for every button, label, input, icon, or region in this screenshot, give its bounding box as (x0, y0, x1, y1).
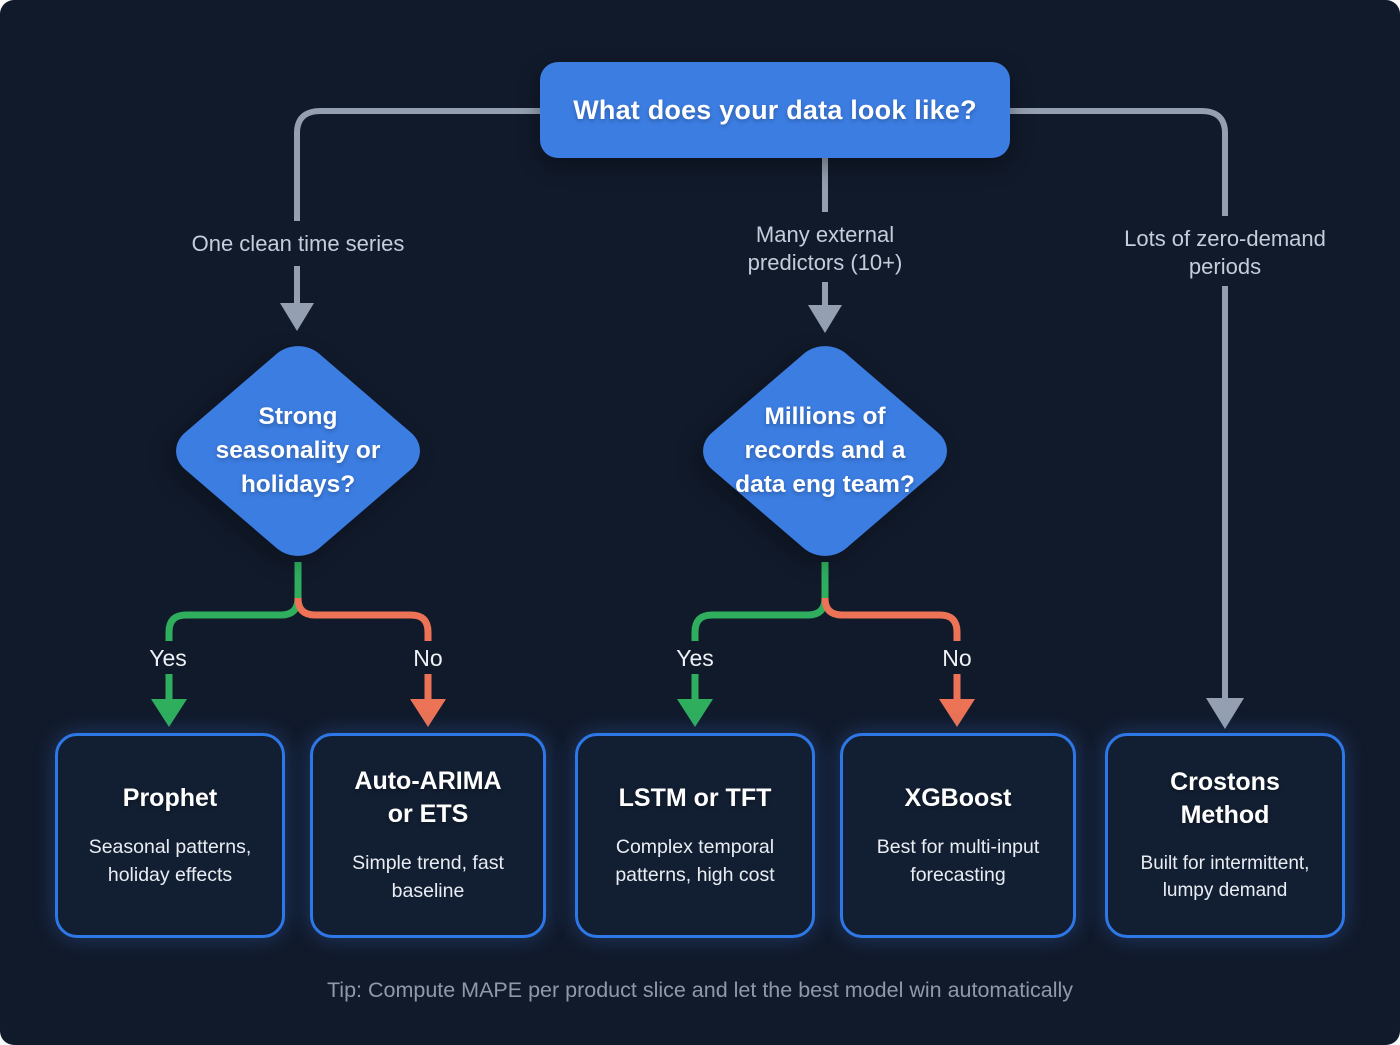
arrowhead-middle-yes (677, 699, 713, 727)
decision-seasonality-text: Strong seasonality or holidays? (215, 403, 381, 498)
connector-root-to-left (294, 108, 540, 221)
result-subtitle: Best for multi-input forecasting (876, 836, 1040, 886)
result-title: Prophet (122, 783, 218, 812)
result-title: Auto-ARIMA or ETS (354, 767, 502, 828)
arrowhead-right-gray (1206, 698, 1244, 729)
result-box-crostons: Crostons Method Built for intermittent, … (1105, 733, 1345, 938)
result-title: LSTM or TFT (618, 783, 772, 812)
branch-label-zero-demand: Lots of zero-demand periods (1124, 226, 1326, 279)
root-question-node: What does your data look like? (540, 62, 1010, 158)
result-box-auto-arima-ets: Auto-ARIMA or ETS Simple trend, fast bas… (310, 733, 546, 938)
connector-left-yes (165, 562, 302, 641)
connector-middle-no (821, 597, 961, 641)
left-no-label: No (413, 645, 443, 671)
middle-no-label: No (942, 645, 972, 671)
result-subtitle: Seasonal patterns, holiday effects (88, 836, 252, 886)
arrowhead-middle-gray (808, 305, 842, 333)
decision-records-team-text: Millions of records and a data eng team? (735, 403, 915, 498)
result-box-prophet: Prophet Seasonal patterns, holiday effec… (55, 733, 285, 938)
arrowhead-left-gray (280, 303, 314, 331)
result-box-lstm-tft: LSTM or TFT Complex temporal patterns, h… (575, 733, 815, 938)
connector-left-no (294, 597, 432, 641)
result-subtitle: Simple trend, fast baseline (352, 852, 504, 902)
left-yes-label: Yes (149, 645, 187, 671)
result-box-xgboost: XGBoost Best for multi-input forecasting (840, 733, 1076, 938)
arrowhead-left-no (410, 699, 446, 727)
connector-root-to-right (1010, 108, 1228, 216)
result-title: Crostons Method (1170, 768, 1280, 829)
root-question-text: What does your data look like? (573, 94, 977, 125)
arrowhead-left-yes (151, 699, 187, 727)
arrowhead-middle-no (939, 699, 975, 727)
result-subtitle: Complex temporal patterns, high cost (615, 836, 775, 886)
result-subtitle: Built for intermittent, lumpy demand (1140, 853, 1310, 901)
branch-label-many-predictors: Many external predictors (10+) (747, 222, 903, 275)
middle-yes-label: Yes (676, 645, 714, 671)
result-title: XGBoost (904, 783, 1012, 812)
footer-tip-text: Tip: Compute MAPE per product slice and … (326, 978, 1074, 1002)
connector-middle-yes (691, 562, 829, 641)
branch-label-one-clean-series: One clean time series (191, 231, 405, 256)
